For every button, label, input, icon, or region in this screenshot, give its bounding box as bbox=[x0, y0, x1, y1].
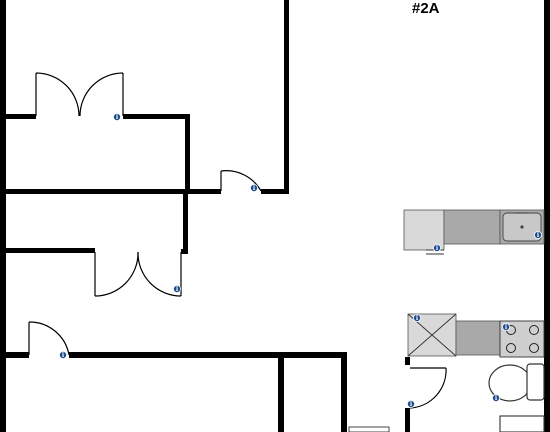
svg-text:i: i bbox=[436, 245, 439, 252]
wall-h4-left bbox=[0, 352, 29, 358]
door-arc bbox=[137, 251, 182, 297]
wall-h2-left bbox=[0, 189, 221, 194]
svg-text:i: i bbox=[495, 395, 498, 402]
svg-text:i: i bbox=[416, 315, 419, 322]
door-arc bbox=[94, 251, 139, 297]
door-arc bbox=[220, 170, 262, 192]
door-arc bbox=[28, 321, 70, 356]
wall-bath-stub bbox=[405, 357, 410, 365]
counter-top bbox=[455, 320, 501, 356]
door-arc bbox=[79, 72, 124, 117]
sink-drain bbox=[520, 225, 524, 229]
wall-v-mid-upper bbox=[185, 114, 190, 194]
wall-v-bottom-right bbox=[341, 352, 347, 432]
unit-label: #2A bbox=[412, 0, 440, 17]
burner bbox=[529, 325, 539, 335]
door-arc bbox=[35, 72, 80, 117]
door-double-top bbox=[35, 72, 124, 117]
vanity bbox=[499, 415, 545, 432]
door-double-middle bbox=[94, 251, 182, 297]
info-icon[interactable]: i bbox=[407, 400, 415, 408]
wall-v-mid-lower bbox=[183, 194, 188, 254]
door-closet bbox=[220, 170, 262, 192]
dishwasher bbox=[403, 209, 445, 251]
wall-h2-right bbox=[261, 189, 289, 194]
svg-text:i: i bbox=[176, 286, 179, 293]
svg-text:i: i bbox=[537, 232, 540, 239]
info-icon[interactable]: i bbox=[433, 244, 441, 252]
info-icon[interactable]: i bbox=[59, 351, 67, 359]
door-arc bbox=[409, 367, 447, 409]
info-icon[interactable]: i bbox=[173, 285, 181, 293]
svg-text:i: i bbox=[410, 401, 413, 408]
wall-left-outer bbox=[0, 0, 6, 432]
svg-text:i: i bbox=[505, 324, 508, 331]
wall-h3-left bbox=[0, 248, 95, 253]
info-icon[interactable]: i bbox=[113, 113, 121, 121]
info-icon[interactable]: i bbox=[250, 184, 258, 192]
svg-text:i: i bbox=[253, 185, 256, 192]
wall-right-outer bbox=[544, 0, 550, 432]
tub-edge bbox=[348, 426, 390, 432]
counter-top bbox=[443, 209, 501, 245]
svg-text:i: i bbox=[62, 352, 65, 359]
svg-text:i: i bbox=[116, 114, 119, 121]
wall-h4-right bbox=[69, 352, 346, 358]
door-bathroom bbox=[409, 367, 447, 409]
wall-h1-left bbox=[0, 114, 36, 119]
fridge-cross bbox=[407, 313, 457, 357]
wall-h3-right bbox=[181, 249, 188, 254]
kitchen-upper-counter bbox=[403, 209, 545, 255]
info-icon[interactable]: i bbox=[502, 323, 510, 331]
info-icon[interactable]: i bbox=[413, 314, 421, 322]
toilet-tank bbox=[526, 363, 545, 401]
wall-v-bottom-left bbox=[278, 352, 284, 432]
burner bbox=[529, 343, 539, 353]
bathroom-fixtures bbox=[348, 363, 545, 432]
info-icon[interactable]: i bbox=[492, 394, 500, 402]
burner bbox=[506, 343, 516, 353]
info-icon[interactable]: i bbox=[534, 231, 542, 239]
wall-bath-left bbox=[405, 408, 410, 432]
wall-h1-right bbox=[123, 114, 190, 119]
kitchen-lower-counter bbox=[407, 313, 545, 358]
door-bottom-left bbox=[28, 321, 70, 356]
wall-vertical-top bbox=[284, 0, 289, 194]
